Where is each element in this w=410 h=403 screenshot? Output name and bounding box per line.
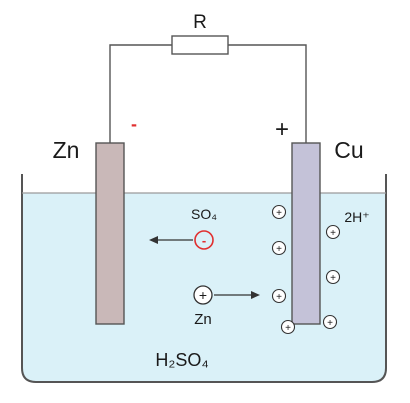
hydrogen-ion-charge: + <box>276 208 282 219</box>
cathode-sign: + <box>275 116 289 143</box>
hydrogen-ion-charge: + <box>327 318 333 329</box>
cathode-label: Cu <box>334 137 363 163</box>
anode-sign: - <box>131 114 137 134</box>
beaker <box>21 174 387 383</box>
external-wire <box>109 44 307 143</box>
hydrogen-ion-ring <box>271 288 287 304</box>
hydrogen-ion-label: 2H⁺ <box>344 209 369 225</box>
zinc-ion-label: Zn <box>194 311 212 328</box>
sulfate-ion-charge: - <box>202 233 206 248</box>
electrolyte-label: H₂SO₄ <box>155 350 208 370</box>
resistor-label: R <box>193 12 207 33</box>
zinc-ion-arrow <box>214 291 260 299</box>
sulfate-arrow <box>149 236 193 244</box>
sulfate-ion-ring <box>194 230 214 250</box>
hydrogen-ion-ring <box>271 204 287 220</box>
hydrogen-ion-charge: + <box>330 228 336 239</box>
zinc-ion-charge: + <box>199 287 207 303</box>
hydrogen-ion-ring <box>325 269 341 285</box>
hydrogen-ion-charge: + <box>276 244 282 255</box>
anode-label: Zn <box>53 137 80 163</box>
hydrogen-ion-charge: + <box>330 273 336 284</box>
zinc-ion-ring <box>193 285 213 305</box>
hydrogen-ion-group: + + + + + + + <box>271 204 341 335</box>
copper-electrode <box>291 142 321 325</box>
sulfate-ion-label: SO₄ <box>191 206 217 222</box>
hydrogen-ion-charge: + <box>276 292 282 303</box>
zinc-ion: + <box>193 285 213 305</box>
hydrogen-ion-ring <box>325 224 341 240</box>
resistor <box>171 35 229 55</box>
hydrogen-ion-charge: + <box>285 323 291 334</box>
hydrogen-ion-ring <box>271 240 287 256</box>
hydrogen-ion-ring <box>280 319 296 335</box>
sulfate-ion: - <box>194 230 214 250</box>
zinc-electrode <box>95 142 125 325</box>
hydrogen-ion-ring <box>322 314 338 330</box>
